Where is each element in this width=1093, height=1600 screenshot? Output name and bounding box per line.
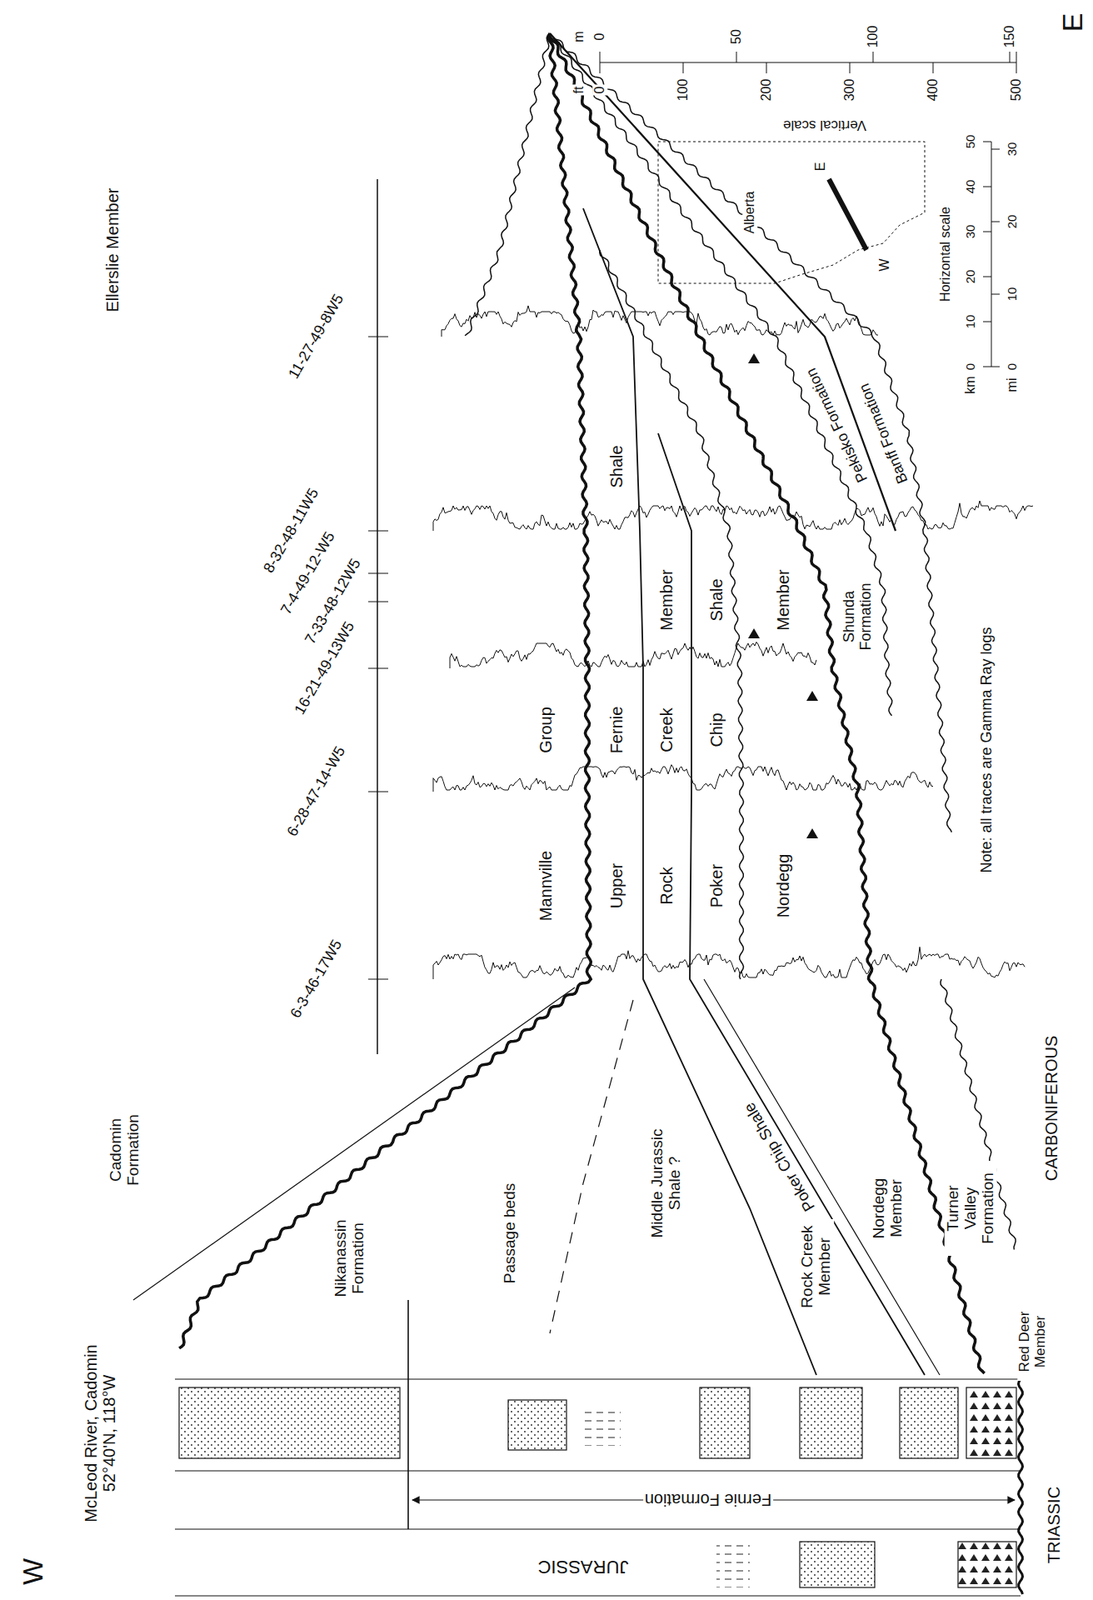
strat-label: Member [657, 567, 676, 632]
strat-label: E [813, 160, 829, 174]
strat-label: Cadomin Formation [107, 1102, 143, 1198]
correlation-line [549, 999, 634, 1333]
correlation-line [583, 208, 817, 1375]
strat-label: 0 [592, 84, 608, 96]
correlation-line [179, 33, 591, 1348]
strat-label: 50 [963, 133, 979, 151]
strat-label: 500 [1008, 77, 1024, 104]
strat-label: mi [1004, 376, 1020, 395]
strat-label: 100 [675, 77, 691, 104]
correlation-line [703, 978, 940, 1375]
strat-label: 0 [592, 31, 608, 43]
strat-label: 200 [758, 77, 774, 104]
strat-label: TRIASSIC [1044, 1484, 1064, 1565]
strat-label: Nordegg Member [870, 1164, 906, 1252]
strat-label: 30 [1005, 140, 1020, 159]
marker-triangles [748, 353, 819, 839]
well-datum [368, 179, 389, 1054]
gamma-ray-trace [449, 641, 817, 669]
correlation-line [549, 33, 952, 833]
strat-label: Red Deer Member [1017, 1302, 1049, 1381]
strat-label: 20 [963, 268, 979, 286]
scale-bars [599, 51, 1017, 367]
strat-label: Note: all traces are Gamma Ray logs [978, 624, 996, 874]
strat-label: W [17, 1556, 49, 1587]
outcrop-column [174, 1299, 1021, 1596]
strat-label: Creek [657, 705, 676, 754]
strat-label: Shale [607, 443, 626, 490]
strat-label: 100 [865, 24, 881, 50]
gamma-ray-trace [433, 946, 1025, 979]
strat-label: 0 [1005, 361, 1020, 372]
strat-label: 50 [728, 27, 744, 46]
strat-label: m [571, 29, 587, 44]
strat-label: Poker Chip Shale [739, 1097, 820, 1215]
strat-label: Group [536, 704, 555, 755]
correlation-lines [133, 33, 1024, 1594]
strat-label: CARBONIFEROUS [1042, 1033, 1061, 1183]
strat-label: km [963, 374, 979, 395]
strat-label: 20 [1005, 213, 1020, 231]
correlation-line [549, 33, 893, 716]
correlation-line [1018, 1378, 1024, 1594]
strat-label: Vertical scale [781, 117, 869, 134]
strat-label: Fernie Formation [643, 1490, 774, 1509]
strat-label: Shunda Formation [841, 573, 875, 660]
strat-label: Fernie [607, 704, 626, 756]
strat-label: Chip [707, 710, 726, 749]
correlation-line [549, 33, 985, 1373]
strat-label: McLeod River, Cadomin 52°40'N, 118°W [81, 1327, 119, 1539]
strat-label: 11-27-49-8W5 [284, 289, 349, 384]
strat-label: 40 [963, 178, 979, 196]
strat-label: Poker [707, 862, 726, 909]
strat-label: Alberta [742, 189, 758, 236]
strat-label: Ellerslie Member [103, 186, 122, 315]
strat-label: Upper [607, 861, 626, 910]
strat-label: 10 [1005, 285, 1020, 304]
strat-label: Passage beds [501, 1181, 520, 1285]
gamma-ray-logs [433, 305, 1034, 979]
correlation-line [599, 249, 744, 979]
correlation-line [549, 33, 896, 531]
strat-label: E [1057, 11, 1089, 35]
strat-label: 6-28-47-14-W5 [283, 742, 350, 841]
strat-label: Rock [657, 864, 676, 907]
strat-label: 16-21-49-13W5 [290, 617, 360, 719]
strat-label: 0 [963, 361, 979, 372]
strat-label: JURASSIC [536, 1556, 631, 1577]
gamma-ray-trace [441, 305, 879, 337]
correlation-line [658, 433, 925, 1375]
strat-label: W [877, 256, 893, 273]
strat-label: Nikanassin Formation [332, 1206, 368, 1310]
strat-label: 150 [1002, 24, 1018, 50]
gamma-ray-trace [433, 500, 1034, 531]
strat-label: Shale [707, 576, 726, 623]
strat-label: Nordegg [773, 852, 793, 920]
strat-label: 300 [842, 77, 858, 104]
strat-label: 10 [963, 313, 979, 331]
alberta-inset-map [658, 141, 925, 284]
strat-label: Rock Creek Member [798, 1218, 834, 1314]
correlation-line [464, 33, 550, 336]
strat-label: 6-3-46-17W5 [286, 935, 347, 1023]
strat-label: 400 [925, 77, 941, 104]
strat-label: Middle Jurassic Shale ? [648, 1118, 684, 1248]
strat-label: ft [571, 84, 587, 96]
strat-label: 30 [963, 223, 979, 241]
strat-label: Mannville [536, 848, 555, 923]
strat-label: Turner Valley Formation [944, 1160, 998, 1256]
strat-label: Member [773, 567, 793, 632]
strat-label: Horizontal scale [938, 204, 954, 304]
